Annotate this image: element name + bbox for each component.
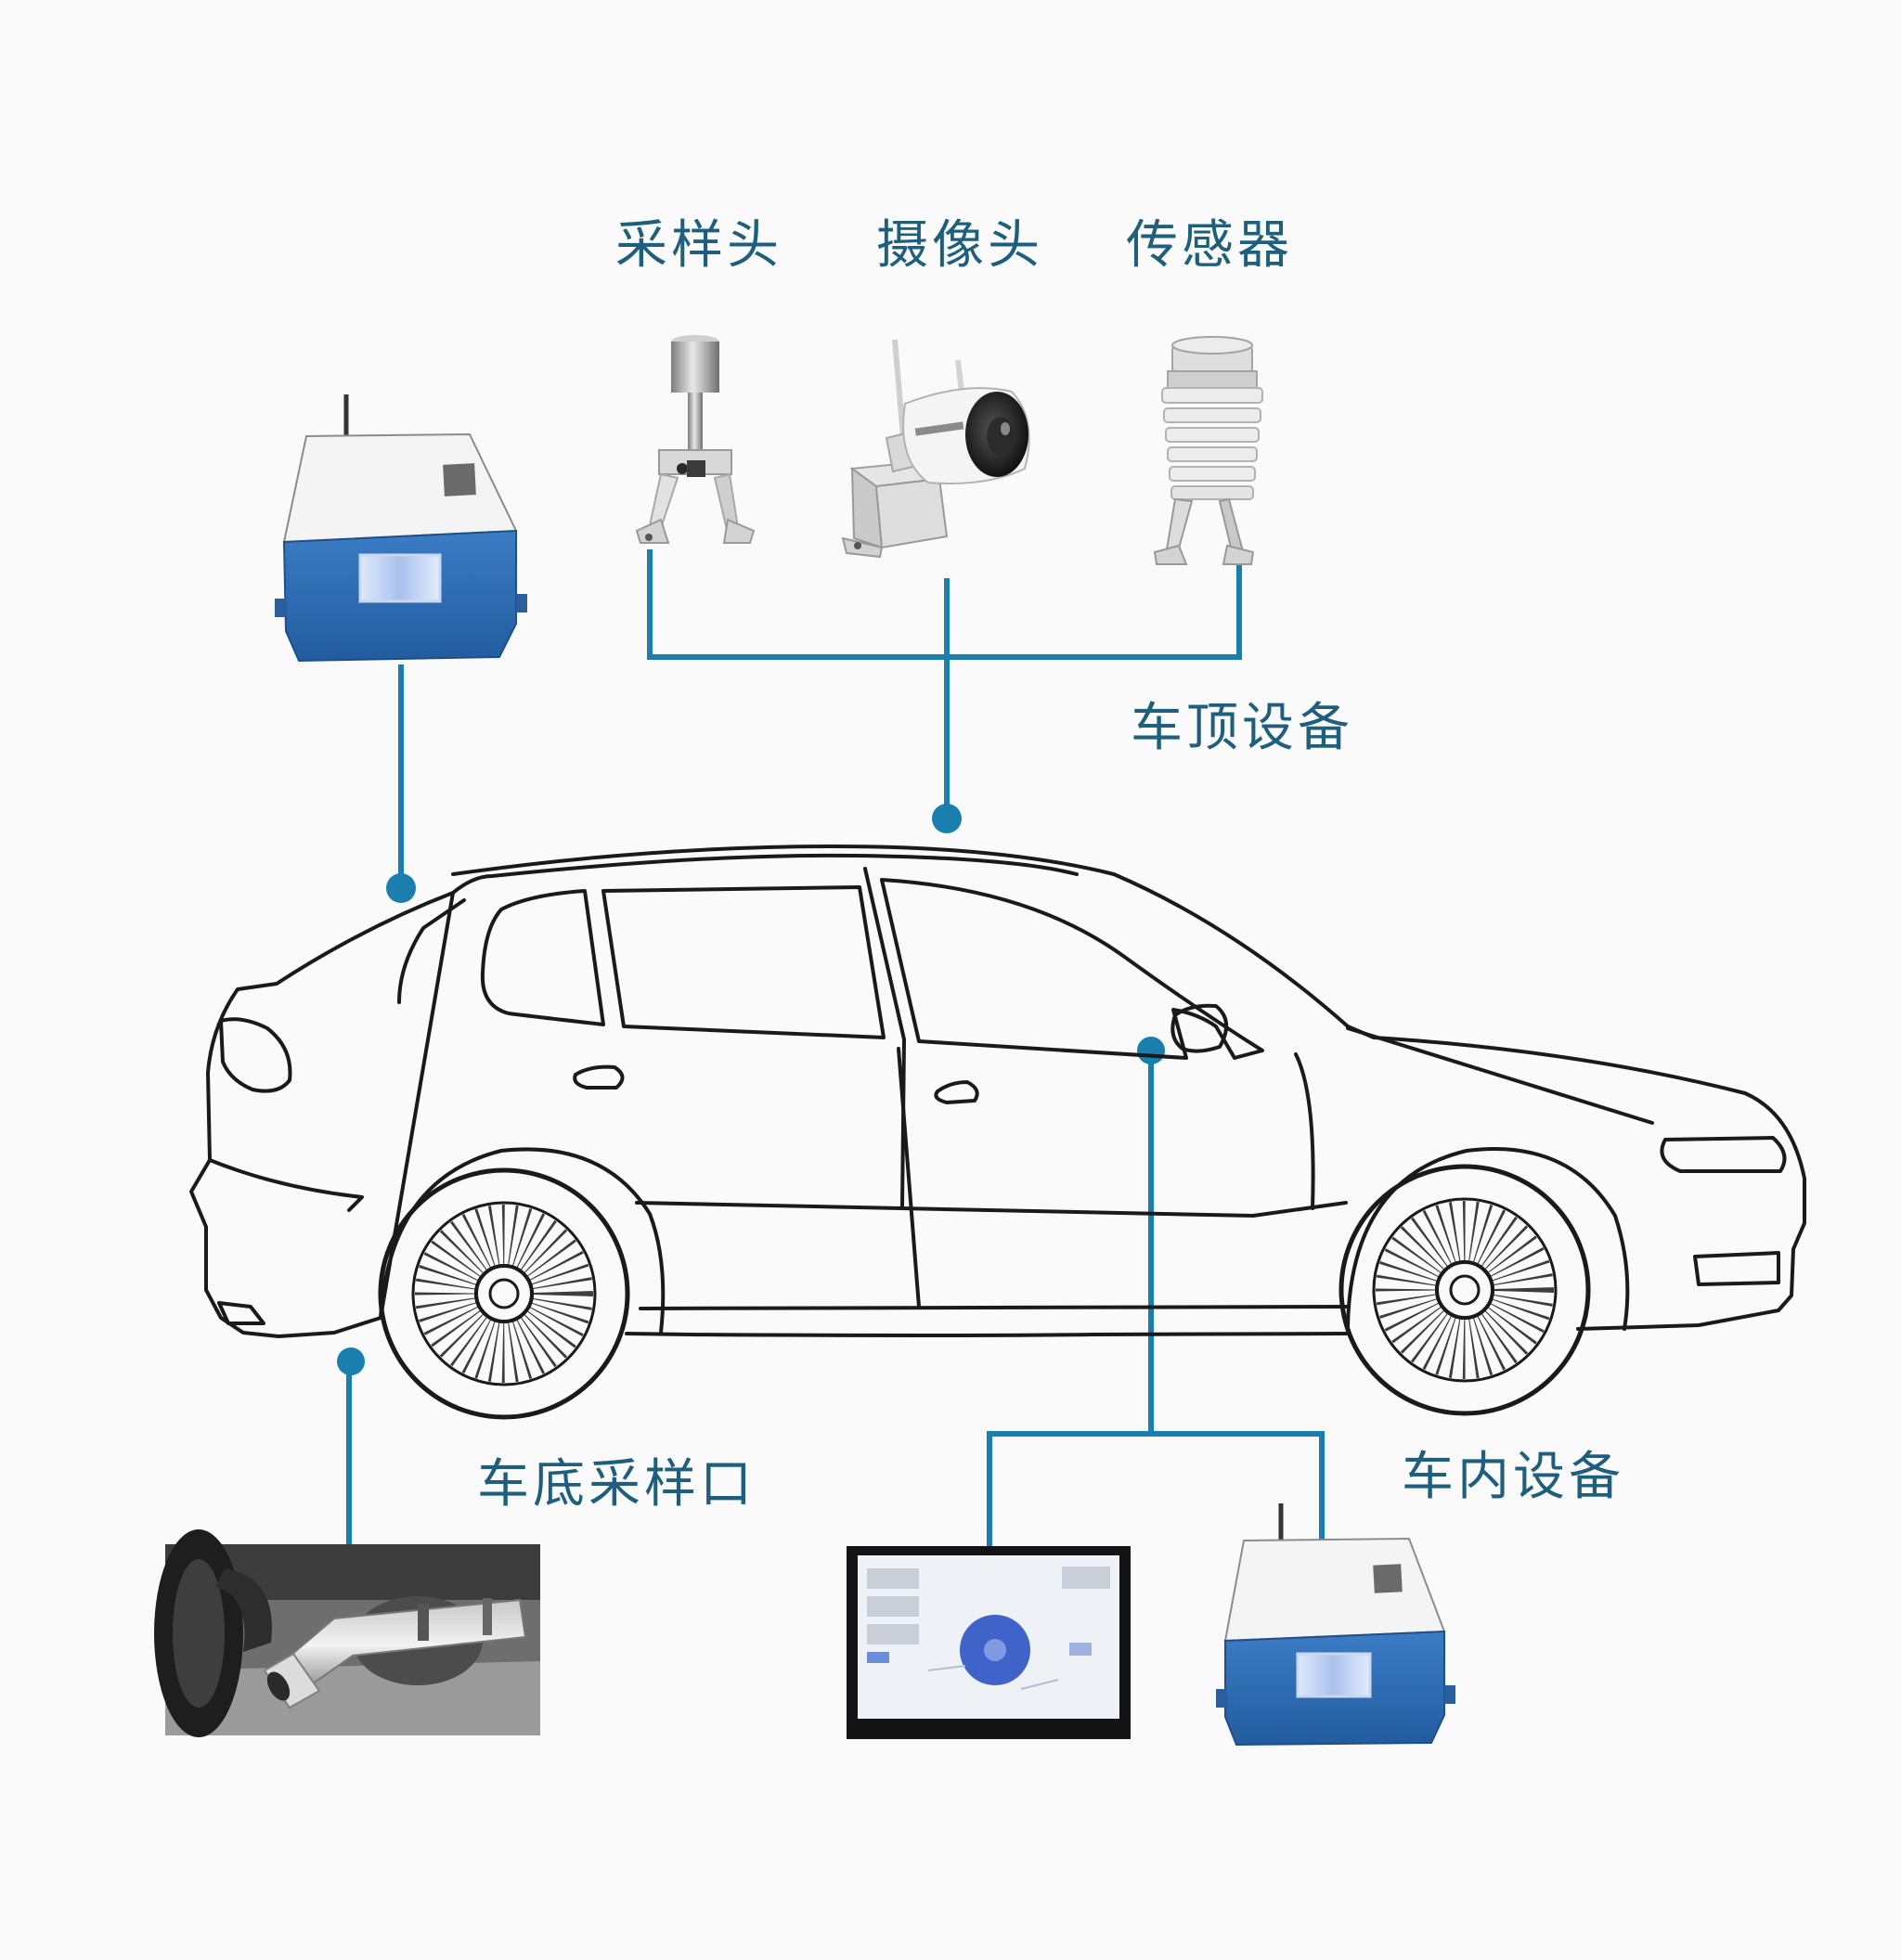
car-sill bbox=[635, 1201, 1348, 1218]
wheel-hub-masks bbox=[474, 1260, 1494, 1323]
car-outline bbox=[189, 845, 1806, 1338]
exhaust-pipe-photo bbox=[154, 1529, 540, 1737]
rear-wheel bbox=[378, 1167, 630, 1420]
tablet-display-device bbox=[847, 1546, 1131, 1739]
rear-pillar bbox=[397, 898, 466, 1004]
front-wheel-arch bbox=[1346, 1147, 1630, 1331]
label-sensor: 传感器 bbox=[1126, 215, 1293, 276]
car-rocker bbox=[639, 1305, 1348, 1310]
headlight bbox=[1660, 1136, 1787, 1173]
window-front bbox=[880, 878, 1264, 1060]
label-roof-equipment: 车顶设备 bbox=[1131, 698, 1353, 758]
connector-lines bbox=[346, 549, 1325, 1557]
label-sampling-head: 采样头 bbox=[615, 215, 782, 276]
front-door-edge bbox=[1294, 1052, 1315, 1210]
rear-bumper-line bbox=[208, 1158, 364, 1212]
window-pillar-b bbox=[601, 885, 886, 1039]
sampling-head-device bbox=[635, 335, 756, 544]
door-handle-front bbox=[934, 1080, 979, 1104]
door-line-front bbox=[897, 1047, 921, 1309]
label-camera: 摄像头 bbox=[876, 215, 1043, 276]
car-roof-line bbox=[451, 853, 1079, 895]
front-grille bbox=[1693, 1251, 1780, 1286]
car-body bbox=[189, 845, 1806, 1338]
roof-camera-device bbox=[841, 339, 1030, 559]
door-line-rear bbox=[863, 867, 906, 1208]
door-handle-rear bbox=[573, 1064, 625, 1090]
taillight bbox=[219, 1017, 292, 1093]
rear-reflector bbox=[217, 1301, 265, 1325]
side-mirror bbox=[1170, 1003, 1228, 1053]
monitoring-box-device bbox=[275, 394, 527, 663]
weather-sensor-device bbox=[1153, 336, 1263, 565]
hood-line bbox=[1346, 1026, 1654, 1125]
window-rear bbox=[480, 889, 605, 1026]
in-car-monitoring-box bbox=[1216, 1503, 1455, 1747]
label-underbody-sampling-port: 车底采样口 bbox=[477, 1454, 756, 1515]
label-in-car-equipment: 车内设备 bbox=[1402, 1447, 1624, 1507]
